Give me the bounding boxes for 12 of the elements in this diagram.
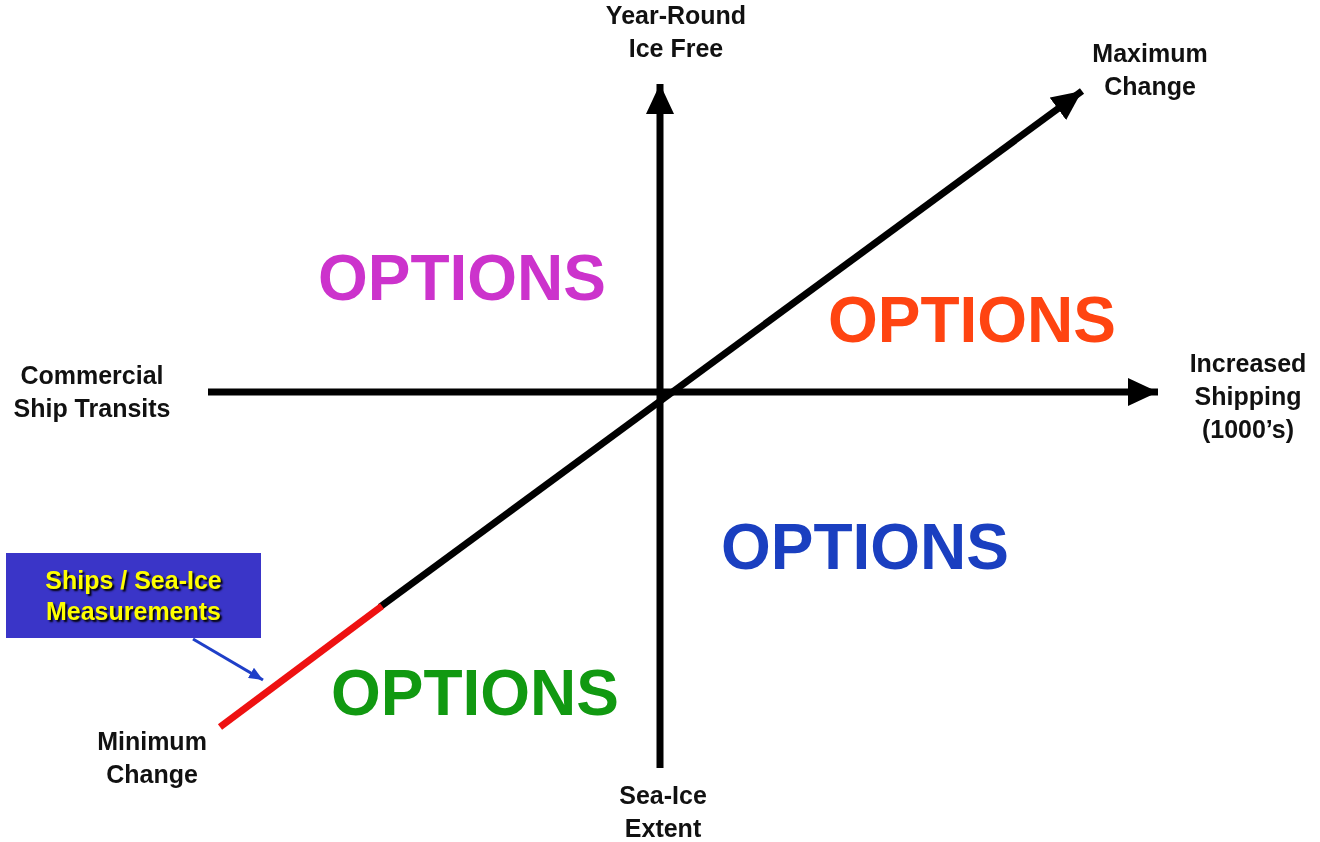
axis-label: Increased Shipping (1000’s): [1188, 347, 1308, 445]
axis-label: Year-Round Ice Free: [604, 0, 748, 64]
quadrant-label: OPTIONS: [331, 658, 619, 728]
leader-arrow: [192, 637, 264, 682]
quadrant-label: OPTIONS: [828, 285, 1116, 355]
quadrant-label: OPTIONS: [721, 512, 1009, 582]
axis-label: Commercial Ship Transits: [12, 360, 172, 424]
label-box: Ships / Sea-Ice Measurements: [6, 553, 261, 638]
quadrant-label: OPTIONS: [318, 243, 606, 313]
axis-label: Maximum Change: [1091, 38, 1209, 102]
axis-label: Minimum Change: [96, 726, 208, 790]
axis-label: Sea-Ice Extent: [618, 780, 708, 842]
